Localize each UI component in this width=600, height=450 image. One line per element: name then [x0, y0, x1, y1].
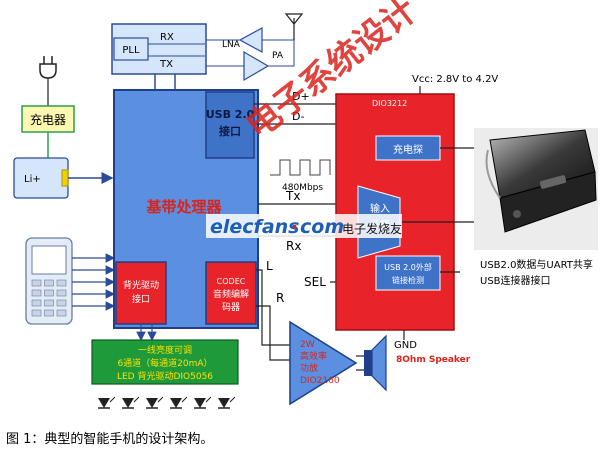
power-plug-icon: [39, 56, 57, 106]
charge-detect-block: [375, 135, 441, 161]
speaker-icon: [364, 334, 387, 392]
phone-icon: [25, 237, 73, 325]
codec-line2: 音频编解: [213, 288, 249, 300]
amp-feed-line: [262, 39, 295, 67]
led-driver-line2: 6通道（每通道20mA）: [117, 357, 212, 369]
backlight-interface-line2: 接口: [132, 293, 150, 305]
pa-amplifier: [243, 50, 270, 82]
usb-caption-line2: USB连接器接口: [480, 274, 551, 287]
led-driver-box: [91, 339, 239, 385]
codec-line1: CODEC: [217, 277, 246, 286]
left-audio-line: [256, 269, 290, 346]
usb-ext-line1: USB 2.0外部: [384, 262, 432, 272]
codec-line3: 码器: [222, 302, 240, 313]
charger-box: [21, 105, 75, 133]
speed-label: 480Mbps: [282, 183, 323, 193]
led-driver-line1: 一线亮度可调: [138, 344, 192, 356]
dio3212-label: DIO3212: [372, 99, 407, 108]
lna-label: LNA: [222, 40, 241, 50]
tx-mid-label: Tx: [285, 189, 300, 203]
sel-label: SEL: [304, 275, 326, 289]
baseband-label: 基带处理器: [145, 198, 222, 216]
led-icon: [122, 396, 140, 409]
led-driver-line3: LED 背光驱动DIO5056: [117, 370, 213, 382]
elecfans-logo: elecfans · com 电子发烧友: [206, 214, 402, 238]
usb-connector-photo: [474, 128, 598, 250]
led-icon: [170, 396, 188, 409]
usb-ext-detect-block: [375, 255, 441, 291]
data-waveform: [270, 159, 331, 176]
lna-amplifier: [238, 26, 263, 54]
elecfans-name: elecfans: [210, 216, 299, 238]
dplus-label: D+: [292, 90, 310, 103]
rf-rx-label: RX: [160, 32, 174, 43]
charger-label: 充电器: [30, 112, 66, 127]
phone-to-baseband-links: [72, 253, 116, 311]
battery-icon: [13, 157, 69, 199]
rf-tx-label: TX: [159, 59, 173, 70]
charge-detect-label: 充电探: [393, 143, 423, 156]
gnd-label: GND: [394, 340, 417, 351]
elecfans-dot: ·: [291, 216, 298, 238]
led-icon: [98, 396, 116, 409]
right-audio-line: [256, 305, 290, 361]
codec-block: [205, 261, 257, 325]
r-label: R: [276, 291, 284, 305]
l-label: L: [266, 259, 273, 273]
amp-line1: 2W: [300, 340, 315, 350]
figure-caption: 图 1：典型的智能手机的设计架构。: [6, 432, 214, 447]
mux-line1: 输入: [370, 202, 390, 215]
led-icon: [146, 396, 164, 409]
pll-label: PLL: [122, 45, 140, 56]
led-icon: [218, 396, 236, 409]
usb-interface-block: [205, 91, 255, 159]
amp-line3: 功放: [300, 362, 318, 374]
led-array: [98, 396, 236, 409]
vcc-label: Vcc: 2.8V to 4.2V: [412, 74, 498, 85]
led-icon: [194, 396, 212, 409]
pll-block: [113, 37, 149, 61]
speaker-label: 8Ohm Speaker: [396, 355, 471, 365]
usb-caption-line1: USB2.0数据与UART共享: [480, 258, 593, 271]
usb-interface-line2: 接口: [219, 124, 241, 138]
usb-interface-line1: USB 2.0: [206, 108, 255, 121]
amp-line2: 高效率: [300, 350, 327, 362]
dminus-label: D-: [292, 110, 304, 123]
backlight-interface-block: [115, 261, 167, 325]
elecfans-com: com: [300, 216, 344, 238]
battery-label: Li+: [24, 174, 41, 185]
antenna-icon: [284, 13, 304, 40]
pa-label: PA: [272, 51, 284, 61]
backlight-interface-line1: 背光驱动: [123, 279, 159, 291]
rx-mid-label: Rx: [286, 239, 301, 253]
usb-ext-line2: 链接检测: [392, 275, 424, 285]
amplifier-dio2160: [289, 320, 358, 406]
amp-line4: DIO2160: [300, 376, 340, 386]
elecfans-cn: 电子发烧友: [342, 221, 402, 236]
